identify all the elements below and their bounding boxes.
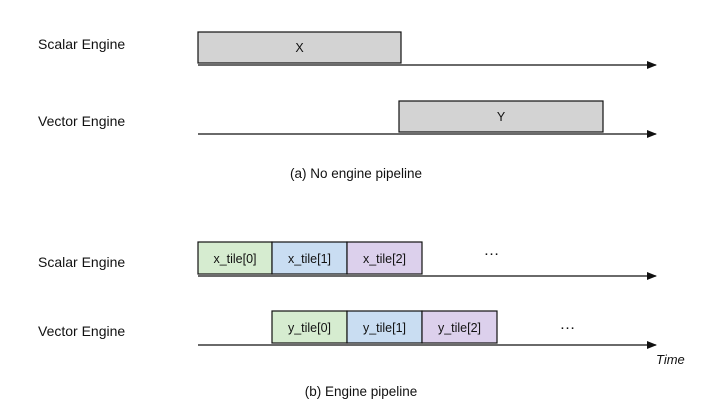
task-rect [398, 100, 604, 133]
lane-label: Vector Engine [38, 113, 125, 129]
task-box: Y [398, 100, 604, 133]
panel-pipeline: Scalar Engine x_tile[0] x_tile[1] x_tile… [38, 241, 685, 399]
panel-no-pipeline: Scalar Engine X Vector Engine Y (a) No e… [38, 31, 657, 181]
tile-box: x_tile[1] [271, 241, 348, 275]
caption-panel-a: (a) No engine pipeline [290, 166, 422, 181]
task-rect [197, 31, 402, 64]
lane-vector-engine-a: Vector Engine Y [38, 100, 657, 138]
tile-rect [421, 310, 498, 344]
lane-label: Scalar Engine [38, 36, 125, 52]
lane-scalar-engine-b: Scalar Engine x_tile[0] x_tile[1] x_tile… [38, 241, 657, 280]
lane-label: Scalar Engine [38, 254, 125, 270]
tile-box: y_tile[2] [421, 310, 498, 344]
tile-label: y_tile[1] [363, 321, 406, 335]
time-axis-label: Time [656, 352, 685, 367]
tile-rect [346, 241, 423, 275]
continuation-ellipsis: … [484, 242, 501, 259]
caption-panel-b: (b) Engine pipeline [305, 384, 418, 399]
tile-box: x_tile[2] [346, 241, 423, 275]
tile-label: y_tile[0] [288, 321, 331, 335]
tile-rect [271, 241, 348, 275]
tile-label: x_tile[2] [363, 252, 406, 266]
task-label: Y [497, 110, 506, 124]
tile-label: x_tile[0] [213, 252, 256, 266]
lane-scalar-engine-a: Scalar Engine X [38, 31, 657, 69]
tile-box: y_tile[0] [271, 310, 348, 344]
tile-rect [197, 241, 273, 275]
lane-vector-engine-b: Vector Engine y_tile[0] y_tile[1] y_tile… [38, 310, 657, 349]
tile-label: x_tile[1] [288, 252, 331, 266]
tile-rect [271, 310, 348, 344]
lane-label: Vector Engine [38, 323, 125, 339]
tile-box: x_tile[0] [197, 241, 273, 275]
tile-box: y_tile[1] [346, 310, 423, 344]
tile-label: y_tile[2] [438, 321, 481, 335]
task-box: X [197, 31, 402, 64]
continuation-ellipsis: … [560, 316, 577, 333]
task-label: X [295, 41, 304, 55]
